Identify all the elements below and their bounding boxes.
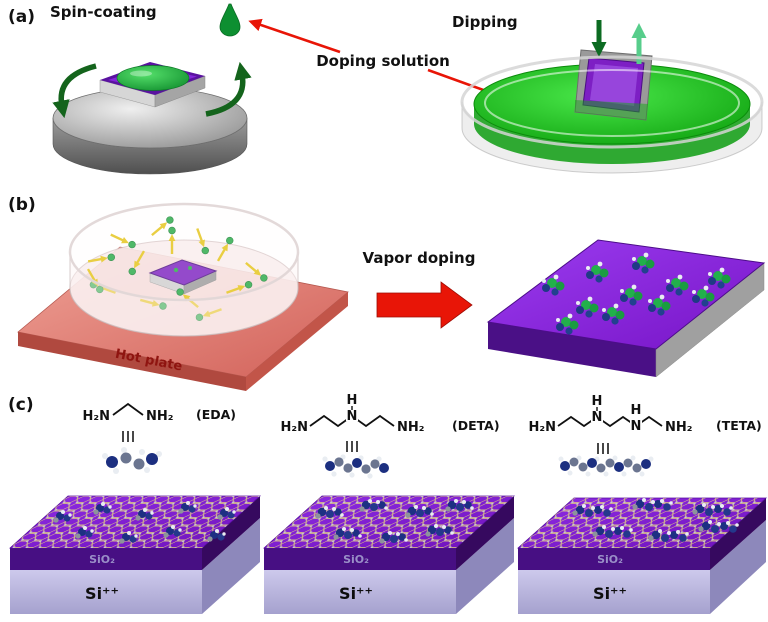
deta-n-label: N (347, 409, 358, 424)
teta-left-group: H₂N (529, 420, 556, 435)
rotation-arrow-right (205, 61, 252, 117)
teta-column: H₂N N H N H NH₂ (TETA) (529, 394, 762, 477)
spin-coated-substrate (99, 62, 206, 108)
deta-column: H₂N N H NH₂ (DETA) (281, 393, 500, 479)
vapor-doping-label: Vapor doping (363, 249, 476, 267)
panel-b-label: (b) (8, 195, 36, 215)
teta-right-group: NH₂ (665, 420, 692, 435)
teta-structure: H₂N N H N H NH₂ (TETA) (529, 394, 762, 435)
teta-name-label: (TETA) (716, 418, 762, 433)
deta-right-group: NH₂ (397, 420, 424, 435)
teta-molecule-model (558, 455, 654, 477)
substrate-teta: SiO₂ Si⁺⁺ (516, 497, 768, 614)
teta-n2-label: N (631, 419, 642, 434)
vapor-substrate (148, 259, 218, 295)
pointer-arrow-to-droplet (248, 18, 341, 54)
teta-h1-label: H (592, 394, 603, 409)
oxide-label: SiO₂ (343, 553, 369, 566)
doping-solution-label: Doping solution (316, 52, 450, 70)
eda-right-group: NH₂ (146, 409, 173, 424)
spin-coater (52, 3, 252, 175)
panel-a: (a) Spin-coating Doping solution (8, 3, 764, 175)
silicon-label: Si⁺⁺ (85, 584, 119, 603)
rotation-arrow-left (52, 63, 97, 119)
deta-molecule-model (322, 454, 389, 479)
panel-c-label: (c) (8, 395, 34, 415)
deta-h-label: H (347, 393, 358, 408)
dish-glass-rim (460, 55, 764, 149)
silicon-label: Si⁺⁺ (593, 584, 627, 603)
deta-adsorption-mark (346, 441, 358, 452)
eda-column: H₂N NH₂ (EDA) (83, 402, 236, 474)
graphene-lattice (10, 496, 261, 548)
teta-adsorption-mark (597, 443, 609, 454)
eda-adsorption-mark (122, 431, 134, 442)
vapor-doping-arrow (376, 281, 473, 329)
teta-h2-label: H (631, 403, 642, 418)
dipping-dish (460, 20, 764, 174)
substrate-eda: SiO₂ Si⁺⁺ (8, 495, 262, 614)
eda-left-group: H₂N (83, 409, 110, 424)
solution-dome (116, 65, 190, 91)
oxide-label: SiO₂ (597, 553, 623, 566)
oxide-label: SiO₂ (89, 553, 115, 566)
silicon-label: Si⁺⁺ (339, 584, 373, 603)
deta-structure: H₂N N H NH₂ (DETA) (281, 393, 500, 435)
deta-name-label: (DETA) (452, 418, 500, 433)
panel-a-label: (a) (8, 7, 35, 27)
panel-b: (b) Hot plate (8, 195, 766, 391)
spin-coating-title: Spin-coating (50, 3, 157, 21)
eda-name-label: (EDA) (196, 407, 236, 422)
dish-glass-rim (68, 202, 300, 302)
dipped-substrate (574, 49, 653, 121)
dipping-title: Dipping (452, 13, 518, 31)
vapor-dish (68, 202, 300, 337)
doping-droplet-icon (219, 3, 241, 37)
eda-molecule-model (102, 447, 162, 474)
eda-structure: H₂N NH₂ (EDA) (83, 402, 236, 424)
panel-c: (c) H₂N NH₂ (EDA) H₂N (8, 393, 768, 614)
substrate-deta: SiO₂ Si⁺⁺ (262, 495, 516, 614)
deta-left-group: H₂N (281, 420, 308, 435)
doped-substrate (486, 239, 766, 378)
teta-n1-label: N (592, 410, 603, 425)
